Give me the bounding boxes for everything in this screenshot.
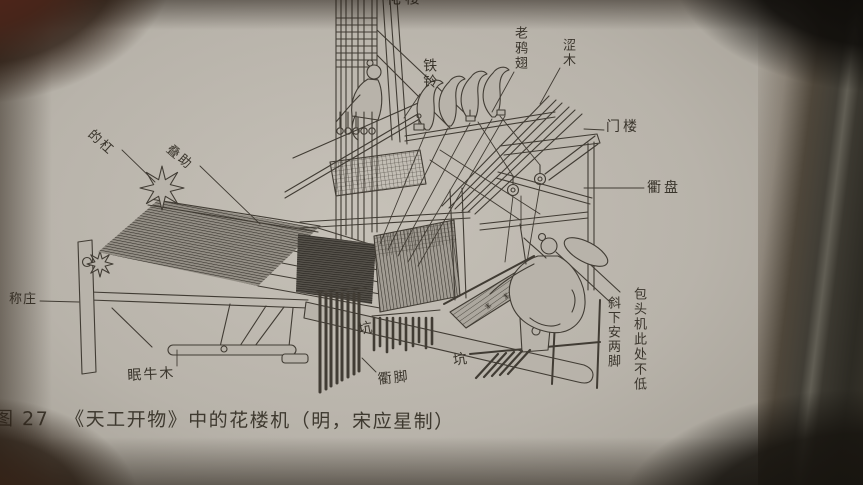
label-laoyachi: 老鸦翅 [511, 26, 527, 71]
label-chengzhuang: 称庄 [9, 292, 38, 307]
thread-burst [139, 165, 185, 211]
label-keng-upper: 坑 [357, 319, 376, 338]
label-qupan: 衢盘 [647, 180, 681, 196]
label-semu: 涩木 [559, 38, 575, 68]
label-note-baotou: 包头机此处不低 [630, 287, 646, 392]
label-qujiao: 衢脚 [377, 368, 411, 388]
cords [379, 115, 541, 269]
book-page-edge [758, 0, 863, 485]
label-mianniumu: 眠牛木 [127, 365, 176, 384]
label-note-slant: 斜下安两脚 [604, 296, 620, 369]
figure-caption: 图 27 《天工开物》中的花楼机（明，宋应星制） [0, 404, 594, 435]
figure-number: 图 27 [0, 407, 50, 431]
drawboy-figure [335, 59, 383, 141]
label-keng-lower: 坑 [452, 350, 471, 369]
label-menlou: 门楼 [606, 119, 640, 135]
label-tieling: 铁铃 [421, 58, 438, 90]
figure-title: 《天工开物》中的花楼机（明，宋应星制） [65, 408, 455, 434]
quiao-slats [318, 292, 361, 394]
heddle-comb [373, 219, 461, 313]
label-hualou: 花楼 [386, 0, 424, 7]
